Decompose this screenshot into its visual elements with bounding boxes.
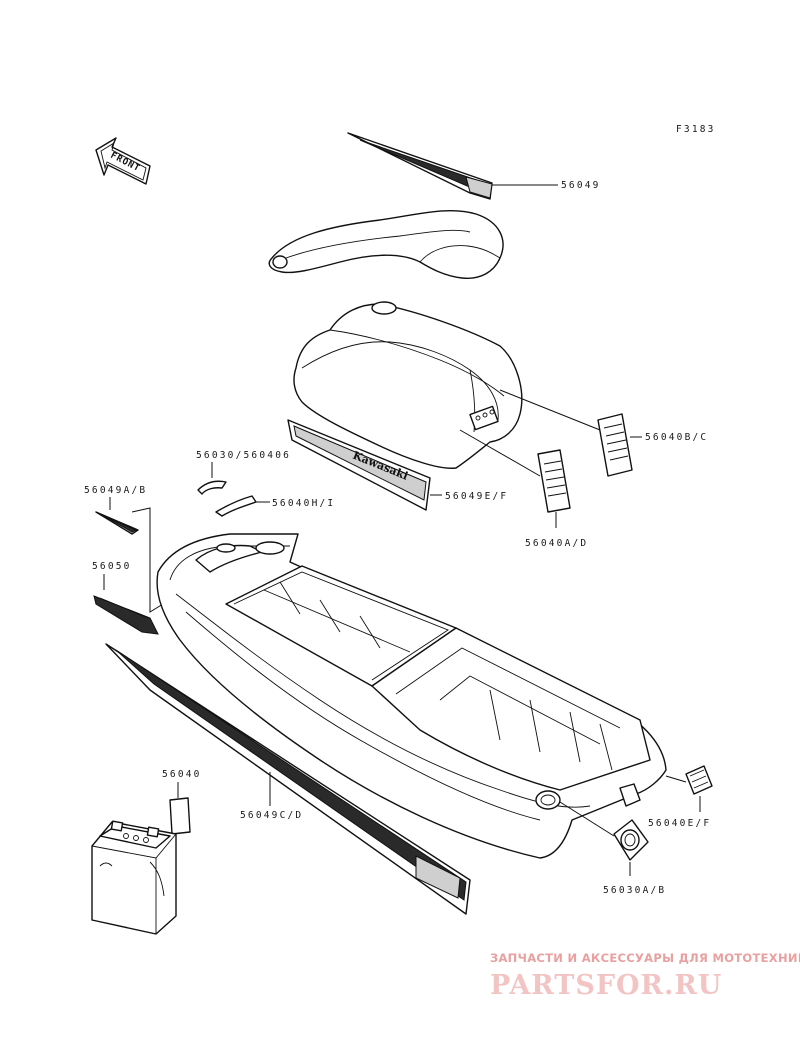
callout-56040: 56040 <box>162 769 202 780</box>
engine-hood <box>293 301 523 469</box>
watermark: ЗАПЧАСТИ И АКСЕССУАРЫ ДЛЯ МОТОТЕХНИКИ PA… <box>490 951 800 1001</box>
decal-56049 <box>347 132 493 200</box>
bumper-strip-upper <box>197 480 227 495</box>
watermark-logo: PARTSFOR.RU <box>490 970 722 1001</box>
watermark-tagline: ЗАПЧАСТИ И АКСЕССУАРЫ ДЛЯ МОТОТЕХНИКИ <box>490 951 800 965</box>
label-plate-56040BC <box>597 413 633 477</box>
model-emblem-56050 <box>93 595 159 635</box>
callout-56030-560406: 56030/560406 <box>196 450 291 461</box>
callout-56050: 56050 <box>92 561 132 572</box>
callout-56030AB: 56030A/B <box>603 885 666 896</box>
leader-56040AD-a <box>459 429 541 477</box>
leader-56040BC <box>499 389 601 431</box>
callout-56049AB: 56049A/B <box>84 485 147 496</box>
round-label-56030AB <box>613 819 649 861</box>
hull <box>156 533 667 859</box>
battery-label-56040 <box>169 797 191 835</box>
battery <box>91 820 177 935</box>
leader-56030AB-a <box>559 801 615 837</box>
callout-56040AD: 56040A/D <box>525 538 588 549</box>
figure-code: F3183 <box>676 124 716 135</box>
front-arrow-icon: FRONT <box>95 137 151 185</box>
callout-56049: 56049 <box>561 180 601 191</box>
decal-56049AB <box>95 511 139 535</box>
kawasaki-decal: Kawasaki <box>287 419 431 511</box>
label-plate-56040EF <box>685 765 713 795</box>
callout-56040EF: 56040E/F <box>648 818 711 829</box>
bumper-strip-lower <box>215 495 257 517</box>
callout-56049CD: 56049C/D <box>240 810 303 821</box>
leader-56040EF-a <box>665 775 687 783</box>
side-stripe-56049CD <box>105 643 471 915</box>
callout-56049EF: 56049E/F <box>445 491 508 502</box>
callout-56040HI: 56040H/I <box>272 498 335 509</box>
callout-56040BC: 56040B/C <box>645 432 708 443</box>
label-plate-56040AD <box>537 449 571 513</box>
seat <box>268 209 504 279</box>
